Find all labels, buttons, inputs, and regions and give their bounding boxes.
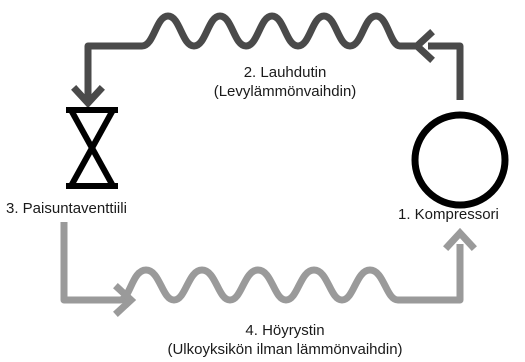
compressor-inlet-arrow-icon [443,227,477,251]
compressor-icon [411,111,509,209]
evaporator-inlet-arrow-icon [113,283,137,317]
discharge-riser [428,42,464,100]
expansion-valve-icon [66,107,118,189]
condenser-coil [84,12,417,100]
valve-inlet-arrow-icon [71,85,105,109]
compressor-label: 1. Kompressori [398,206,499,223]
evaporator-coil [60,222,464,304]
suction-line [60,222,477,317]
expansion-valve-label: 3. Paisuntaventtiili [6,200,127,217]
evaporator-detail: (Ulkoyksikön ilman lämmönvaihdin) [167,341,403,358]
condenser-label: 2. Lauhdutin [243,64,327,81]
evaporator-label: 4. Höyrystin [245,322,325,339]
condenser-detail: (Levylämmönvaihdin) [213,83,357,100]
discharge-line [71,12,464,109]
